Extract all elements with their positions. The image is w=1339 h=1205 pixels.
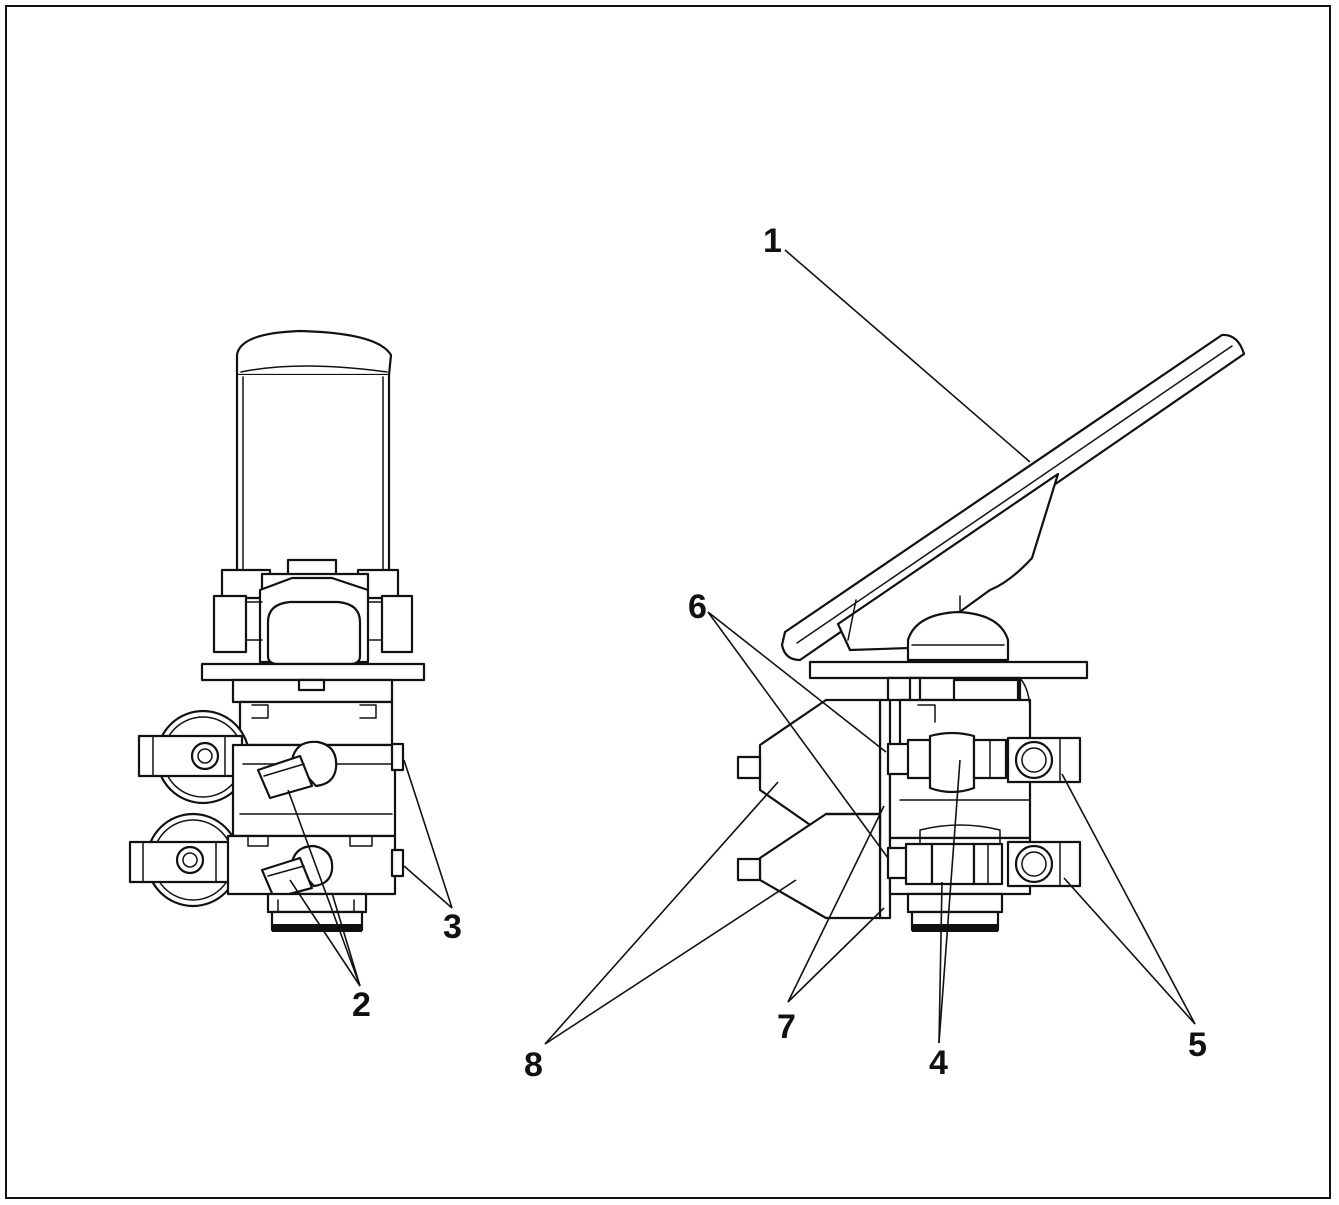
callout-7: 7 bbox=[777, 1008, 796, 1046]
leader-2b bbox=[289, 879, 361, 987]
leader-3b bbox=[403, 865, 453, 909]
callout-4: 4 bbox=[929, 1044, 948, 1082]
leader-2a bbox=[287, 789, 361, 987]
leader-4a bbox=[938, 759, 961, 1044]
leader-5a bbox=[1061, 773, 1196, 1025]
callout-8: 8 bbox=[524, 1046, 543, 1084]
side-view bbox=[736, 333, 1246, 932]
leader-6b bbox=[707, 611, 889, 859]
callout-5: 5 bbox=[1188, 1026, 1207, 1064]
callout-6: 6 bbox=[688, 588, 707, 626]
leader-2c bbox=[331, 892, 361, 987]
leader-6a bbox=[707, 611, 887, 753]
leader-7b bbox=[787, 907, 885, 1003]
leader-1 bbox=[784, 249, 1031, 463]
callout-2: 2 bbox=[352, 986, 371, 1024]
leader-3a bbox=[403, 759, 453, 909]
leader-4b bbox=[938, 881, 943, 1044]
callout-1: 1 bbox=[763, 222, 782, 260]
leader-8b bbox=[544, 879, 797, 1045]
callouts: 1 2 3 4 5 6 7 8 bbox=[352, 222, 1207, 1084]
front-view bbox=[128, 329, 426, 932]
leader-8a bbox=[544, 781, 779, 1045]
leader-lines bbox=[287, 249, 1196, 1045]
leader-7a bbox=[787, 805, 885, 1003]
leader-5b bbox=[1063, 877, 1196, 1025]
callout-3: 3 bbox=[443, 908, 462, 946]
figure-frame bbox=[5, 5, 1331, 1199]
